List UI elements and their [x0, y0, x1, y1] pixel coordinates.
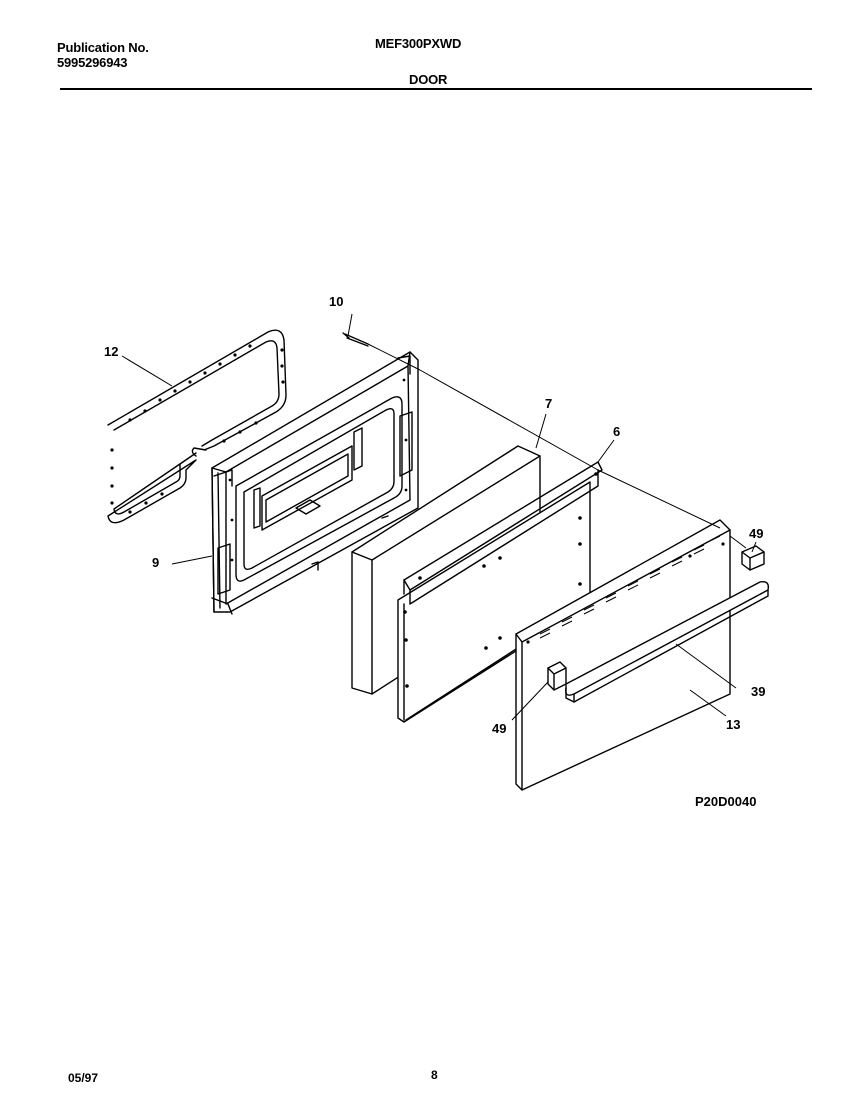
callout-49-right: 49 [749, 526, 763, 541]
footer-page-number: 8 [431, 1068, 438, 1082]
callout-9: 9 [152, 555, 159, 570]
door-liner-frame [211, 351, 419, 615]
door-inner-panel [397, 461, 603, 723]
callout-6: 6 [613, 424, 620, 439]
callout-12: 12 [104, 344, 118, 359]
callout-13: 13 [726, 717, 740, 732]
header-rule [60, 88, 812, 90]
publication-label: Publication No. [57, 40, 149, 55]
footer-date: 05/97 [68, 1071, 99, 1085]
callout-39: 39 [751, 684, 765, 699]
section-title: DOOR [409, 72, 448, 87]
screw [342, 332, 369, 347]
alignment-lines [367, 343, 747, 549]
leader-lines [121, 313, 757, 721]
callout-7: 7 [545, 396, 552, 411]
callout-10: 10 [329, 294, 343, 309]
publication-number: 5995296943 [57, 55, 128, 70]
handle-end-cap-right [741, 545, 765, 571]
model-number: MEF300PXWD [375, 36, 462, 51]
door-handle [564, 580, 770, 703]
callout-49-left: 49 [492, 721, 506, 736]
handle-end-cap-left [547, 661, 567, 691]
door-gasket [107, 329, 287, 524]
figure-code: P20D0040 [695, 794, 756, 809]
